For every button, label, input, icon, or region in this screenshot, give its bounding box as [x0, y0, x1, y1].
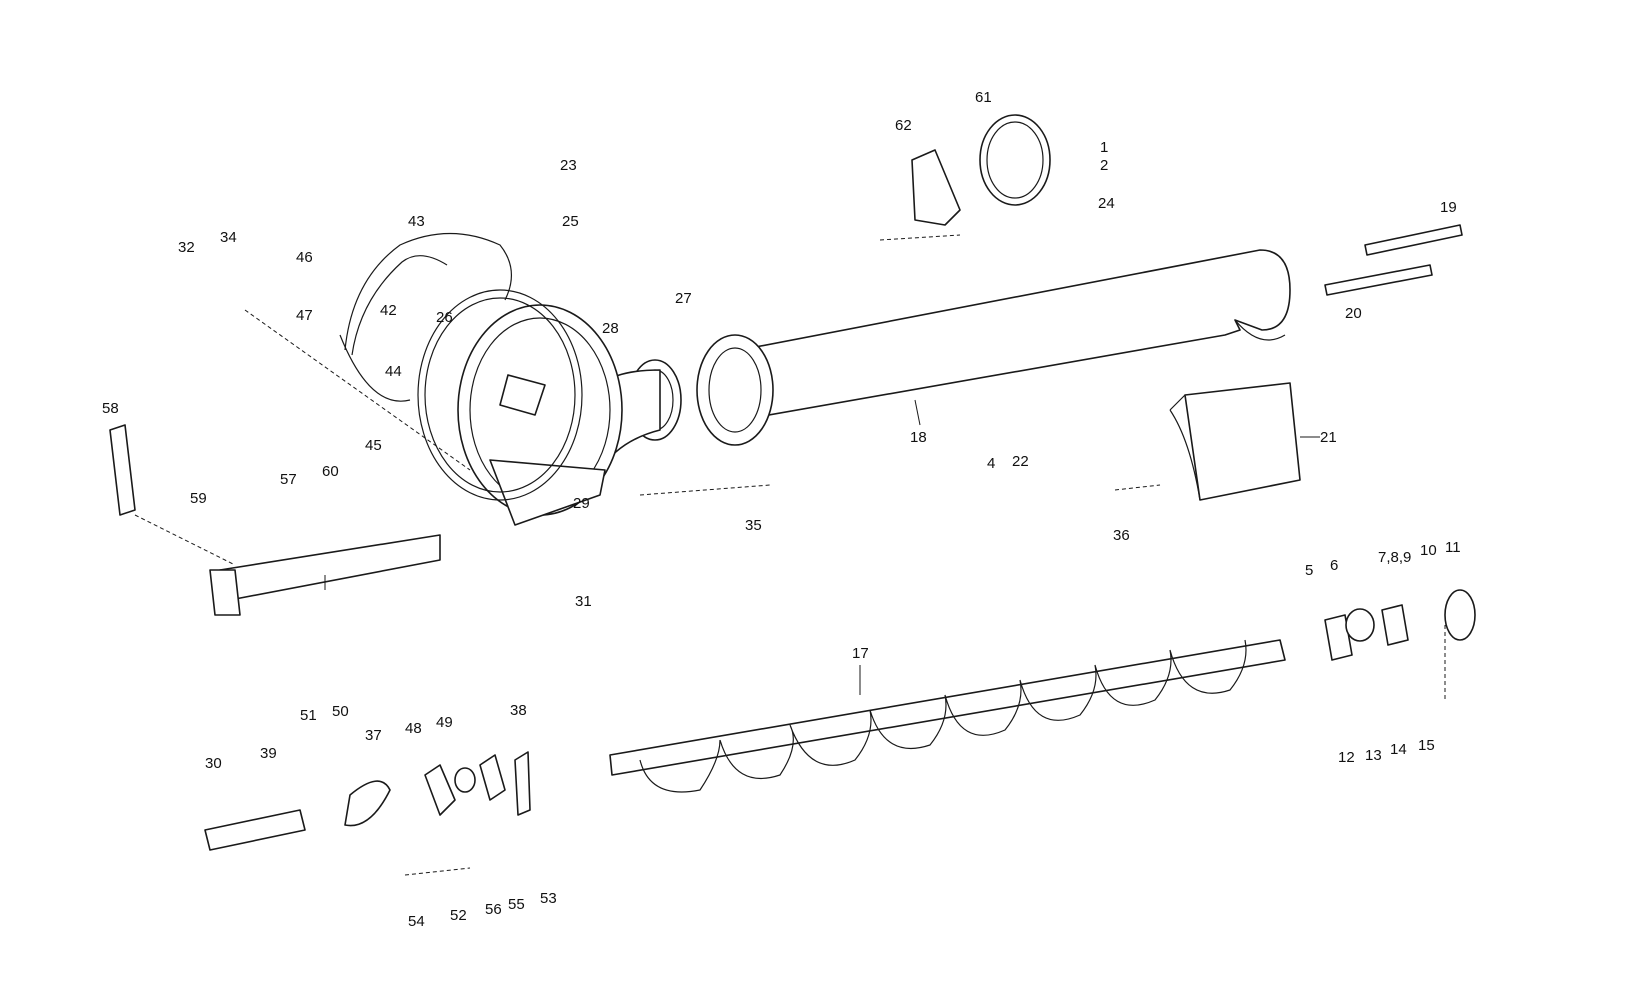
callout-43: 44 [385, 363, 402, 380]
callout-53: 54 [408, 913, 425, 930]
callout-37: 36 [1113, 527, 1130, 544]
auger-flight [609, 639, 1286, 793]
callout-39: 38 [510, 702, 527, 719]
callout-42: 43 [408, 213, 425, 230]
callout-19: 20 [1345, 305, 1362, 322]
hydraulic-hose-41 [351, 255, 448, 356]
assembly-line [134, 514, 236, 566]
plate-39 [514, 751, 531, 816]
callout-14: 14 [1390, 741, 1407, 758]
callout-4: 4 [987, 455, 995, 472]
callout-5: 5 [1305, 562, 1313, 579]
callout-16: 17 [852, 645, 869, 662]
callout-2: 2 [1100, 157, 1108, 174]
support-frame [109, 424, 441, 616]
callout-49: 50 [332, 703, 349, 720]
callout-29: 28 [602, 320, 619, 337]
callout-51: 52 [450, 907, 467, 924]
callout-34: 32 [178, 239, 195, 256]
callout-26: 25 [562, 213, 579, 230]
callout-58: 59 [190, 490, 207, 507]
coupling-yoke [344, 780, 391, 827]
callout-47: 48 [405, 720, 422, 737]
bearing-48 [454, 767, 476, 793]
callout-50: 51 [300, 707, 317, 724]
leader-17 [914, 399, 921, 426]
rail-19 [1324, 264, 1433, 296]
callout-61: 62 [895, 117, 912, 134]
callout-6: 6 [1330, 557, 1338, 574]
callout-10: 10 [1420, 542, 1437, 559]
hydraulic-hose-43 [339, 334, 411, 402]
callout-20: 21 [1320, 429, 1337, 446]
auger-housing [457, 304, 623, 526]
flange-bearing-47b [479, 754, 506, 801]
callout-15: 15 [1418, 737, 1435, 754]
callout-35: 34 [220, 229, 237, 246]
callout-52: 53 [540, 890, 557, 907]
assembly-line [1114, 484, 1161, 491]
tube-clamp [979, 114, 1051, 206]
housing-gasket-ring [417, 289, 583, 501]
callout-54: 55 [508, 896, 525, 913]
callout-27: 26 [436, 309, 453, 326]
callout-60: 61 [975, 89, 992, 106]
callout-30: 29 [573, 495, 590, 512]
hydraulic-hose-42 [344, 232, 512, 351]
callout-24: 23 [560, 157, 577, 174]
callout-1: 1 [1100, 139, 1108, 156]
callout-17: 18 [910, 429, 927, 446]
assembly-line [244, 309, 471, 471]
mounting-bracket-61 [911, 149, 961, 226]
callout-55: 56 [485, 901, 502, 918]
callout-48: 49 [436, 714, 453, 731]
discharge-cover [1169, 382, 1301, 501]
callout-28: 27 [675, 290, 692, 307]
rail-18 [1364, 224, 1463, 256]
callout-38: 37 [365, 727, 382, 744]
callout-labels: 61 62 1 2 24 18 21 19 20 17 59 58 43 42 … [102, 89, 1461, 930]
callout-7-8-9: 7,8,9 [1378, 549, 1411, 566]
callout-12: 12 [1338, 749, 1355, 766]
callout-21: 22 [1012, 453, 1029, 470]
callout-57: 58 [102, 400, 119, 417]
assembly-line [639, 484, 771, 496]
callout-11: 11 [1445, 539, 1461, 556]
callout-59: 60 [322, 463, 339, 480]
assembly-line [404, 867, 471, 876]
callout-41: 42 [380, 302, 397, 319]
tube-flange [696, 334, 774, 446]
callout-40: 39 [260, 745, 277, 762]
callout-31: 30 [205, 755, 222, 772]
callout-46: 47 [296, 307, 313, 324]
callout-36: 35 [745, 517, 762, 534]
bearing-assembly [1324, 589, 1476, 661]
callout-56: 57 [280, 471, 297, 488]
assembly-line [879, 234, 961, 241]
callout-25: 24 [1098, 195, 1115, 212]
callout-18: 19 [1440, 199, 1457, 216]
callout-45: 46 [296, 249, 313, 266]
callout-32: 31 [575, 593, 592, 610]
flange-bearing-47 [424, 764, 456, 816]
callout-13: 13 [1365, 747, 1382, 764]
callout-44: 45 [365, 437, 382, 454]
drive-shaft [204, 809, 306, 851]
